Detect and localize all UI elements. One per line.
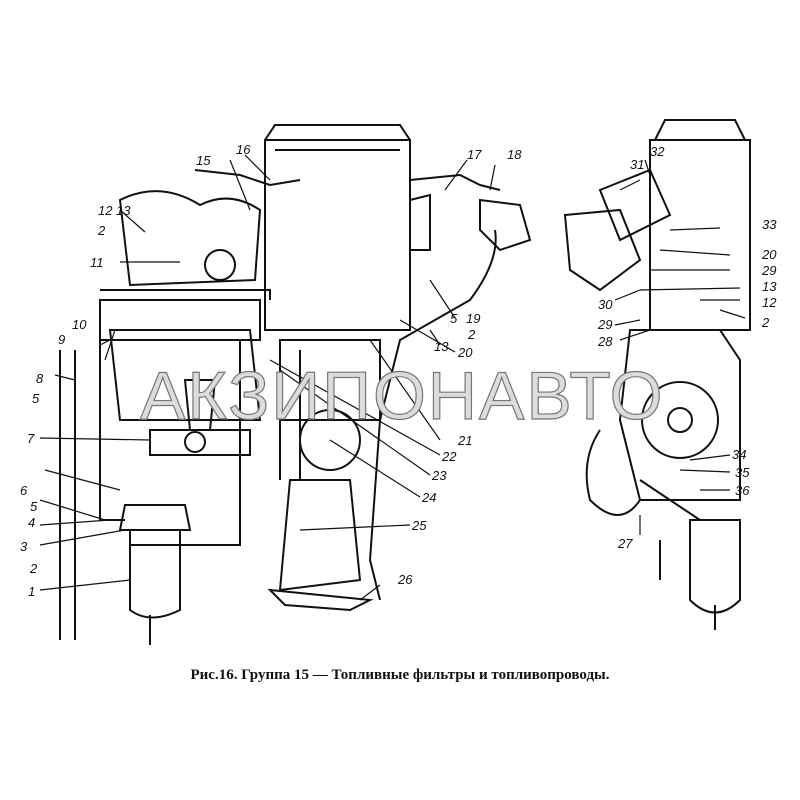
part-label: 36	[735, 483, 750, 498]
part-label: 13	[434, 339, 449, 354]
part-label: 7	[27, 431, 35, 446]
part-label: 29	[762, 263, 777, 278]
part-label: 31	[630, 157, 645, 172]
part-label: 33	[762, 217, 777, 232]
leader-lines	[39, 154, 746, 601]
part-label: 29	[598, 317, 613, 332]
part-label: 12 13	[98, 203, 131, 218]
part-label: 5	[450, 311, 458, 326]
part-label: 22	[442, 449, 457, 464]
part-label: 26	[398, 572, 413, 587]
part-label: 3	[20, 539, 28, 554]
part-label: 5	[30, 499, 38, 514]
part-label: 2	[468, 327, 476, 342]
part-label: 30	[598, 297, 613, 312]
part-label: 20	[458, 345, 473, 360]
part-label: 2	[30, 561, 38, 576]
part-label: 1	[28, 584, 36, 599]
part-label: 11	[90, 255, 104, 270]
engine-left-view	[59, 124, 532, 645]
watermark: АКЗИПОНАВТО	[139, 358, 665, 434]
part-label: 4	[28, 515, 36, 530]
part-label: 9	[58, 332, 66, 347]
part-label: 17	[467, 147, 482, 162]
part-label: 2	[762, 315, 770, 330]
part-label: 20	[762, 247, 777, 262]
part-label: 27	[618, 536, 633, 551]
part-label: 8	[36, 371, 44, 386]
part-label: 12	[762, 295, 777, 310]
engine-right-view	[563, 119, 751, 630]
part-label: 2	[98, 223, 106, 238]
part-label: 18	[507, 147, 522, 162]
part-label: 10	[72, 317, 87, 332]
part-label: 24	[422, 490, 437, 505]
part-label: 5	[32, 391, 40, 406]
part-label: 6	[20, 483, 28, 498]
part-label: 23	[432, 468, 447, 483]
part-label: 21	[458, 433, 473, 448]
figure-caption: Рис.16. Группа 15 — Топливные фильтры и …	[190, 667, 610, 683]
part-label: 34	[732, 447, 747, 462]
part-label: 32	[650, 144, 665, 159]
part-label: 28	[598, 334, 613, 349]
part-label: 16	[236, 142, 251, 157]
part-label: 19	[466, 311, 481, 326]
part-label: 35	[735, 465, 750, 480]
part-label: 25	[412, 518, 427, 533]
part-label: 15	[196, 153, 211, 168]
part-label: 13	[762, 279, 777, 294]
